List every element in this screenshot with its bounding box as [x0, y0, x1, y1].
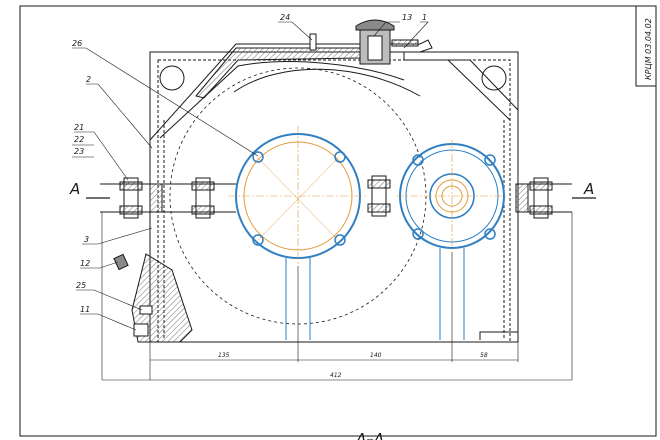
bolt-21-nut-top [119, 181, 143, 191]
bolt-21-nut-bottom [119, 205, 143, 215]
left-bolt-hole-1 [252, 151, 264, 163]
leader-21 [74, 131, 129, 181]
callout-12: 12 [80, 259, 90, 268]
housing-inner-outline [157, 59, 511, 343]
cover-inner-profile [159, 61, 405, 139]
left-bolt-hole-2 [334, 151, 346, 163]
leader-24 [278, 21, 313, 41]
dipstick-12 [113, 253, 129, 271]
left-bearing-assembly [228, 126, 368, 340]
section-letter-right: А [583, 180, 594, 198]
callout-24: 24 [280, 13, 290, 22]
callout-22: 22 [74, 135, 84, 144]
callout-3: 3 [84, 235, 89, 244]
bolt-mid-left-nut-2 [191, 205, 215, 215]
leader-26 [72, 47, 259, 157]
cover-top-profile [149, 39, 519, 141]
dim-140: 140 [370, 352, 382, 359]
title-block-code: КРЦМ 03.04.02 [644, 18, 653, 80]
breather-cap [355, 19, 395, 31]
right-bearing-assembly [396, 140, 508, 340]
dim-135: 135 [218, 352, 230, 359]
leader-2 [86, 83, 153, 149]
bolt-center-nut-2 [367, 203, 391, 213]
sheet-border [19, 5, 657, 437]
callout-26: 26 [72, 39, 82, 48]
left-flange-lug [100, 183, 236, 213]
right-bolt-hole-3 [412, 228, 424, 240]
dim-58: 58 [480, 352, 488, 359]
dimension-lines [101, 212, 573, 381]
cover-arc [233, 68, 421, 97]
leader-11 [80, 313, 137, 331]
leader-13 [373, 21, 400, 37]
callout-leaders [72, 21, 429, 331]
cover-right-slope [447, 59, 511, 121]
breather-inner [367, 35, 383, 61]
right-bolt-hole-1 [412, 154, 424, 166]
callout-13: 13 [402, 13, 412, 22]
oil-gauge-assembly [113, 253, 193, 343]
callout-2: 2 [86, 75, 91, 84]
title-block-code-box [635, 5, 657, 87]
leader-25 [76, 289, 143, 311]
right-support-rib [439, 248, 465, 340]
housing-base [150, 331, 519, 343]
washer-25 [139, 305, 153, 315]
callout-23: 23 [74, 147, 84, 156]
callout-11: 11 [80, 305, 90, 314]
left-bolt-hole-3 [252, 234, 264, 246]
corner-hole-right [481, 65, 507, 91]
section-letter-left: А [69, 180, 80, 198]
right-lug-hatch [515, 183, 529, 213]
left-support-rib [285, 258, 311, 340]
callout-1: 1 [422, 13, 427, 22]
plug-11 [133, 323, 149, 337]
breather [309, 19, 419, 65]
right-bolt-hole-4 [484, 228, 496, 240]
inspection-cover-hatch [391, 39, 419, 47]
dim-412: 412 [330, 372, 342, 379]
leader-3 [82, 227, 153, 245]
callout-21: 21 [74, 123, 84, 132]
leader-1 [403, 21, 429, 49]
bolt-right-nut [529, 181, 553, 191]
callout-25: 25 [76, 281, 86, 290]
corner-hole-left [159, 65, 185, 91]
view-title: А–А [355, 430, 384, 440]
right-bolt-hole-2 [484, 154, 496, 166]
oil-gauge-boss [131, 253, 193, 343]
bolt-right-nut-2 [529, 205, 553, 215]
flange-bolts [100, 175, 572, 219]
bolt-center-nut [367, 179, 391, 189]
leader-12 [80, 261, 119, 269]
bolt-mid-left-nut [191, 181, 215, 191]
left-bolt-hole-4 [334, 234, 346, 246]
left-diag-2 [257, 157, 339, 241]
left-lug-hatch [149, 183, 163, 213]
screw-24 [309, 33, 317, 51]
